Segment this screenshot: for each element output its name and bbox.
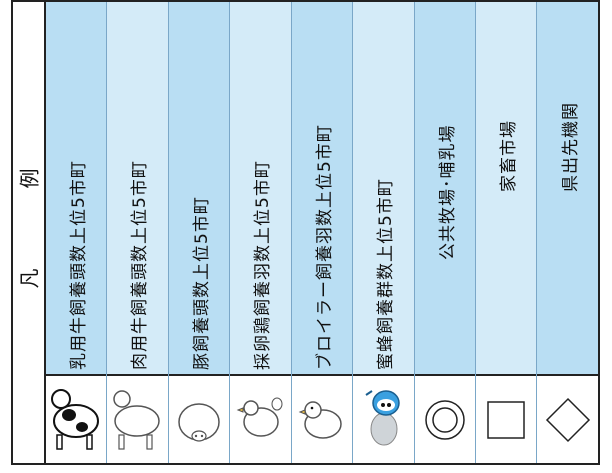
diamond-icon (537, 376, 598, 463)
legend-label: ブロイラー飼養羽数上位5市町 (314, 124, 335, 370)
legend-item-public-ranch: 公共牧場･哺乳場 (414, 2, 476, 463)
legend-item-laying-hens: 採卵鶏飼養羽数上位5市町 (230, 2, 292, 463)
legend-item-livestock-market: 家畜市場 (476, 2, 538, 463)
legend-item-broilers: ブロイラー飼養羽数上位5市町 (291, 2, 354, 463)
legend-item-honeybees: 蜜蜂飼養群数上位5市町 (353, 2, 415, 463)
legend-title-column: 凡 例 (13, 2, 46, 463)
broiler-chicken-icon (291, 376, 353, 463)
beef-cow-icon (107, 376, 168, 463)
legend-label: 乳用牛飼養頭数上位5市町 (68, 160, 89, 370)
legend-label: 家畜市場 (499, 120, 520, 192)
legend-item-beef-cattle: 肉用牛飼養頭数上位5市町 (107, 2, 169, 463)
legend-item-prefectural-office: 県出先機関 (537, 2, 598, 463)
legend-label: 採卵鶏飼養羽数上位5市町 (253, 160, 274, 370)
legend-label: 肉用牛飼養頭数上位5市町 (130, 160, 151, 370)
legend-title-char-2: 例 (17, 168, 42, 189)
honeybee-icon (353, 376, 414, 463)
pig-icon (168, 376, 230, 463)
legend-label: 豚飼養頭数上位5市町 (191, 196, 212, 370)
square-icon (476, 376, 537, 463)
map-legend: 凡 例 乳用牛飼養頭数上位5市町 肉用牛飼養頭数上位5市町 (11, 0, 600, 465)
legend-label: 蜜蜂飼養群数上位5市町 (376, 178, 397, 370)
legend-item-dairy-cattle: 乳用牛飼養頭数上位5市町 (45, 2, 108, 463)
legend-label: 県出先機関 (560, 102, 581, 192)
dairy-cow-icon (45, 376, 107, 463)
double-circle-icon (414, 376, 475, 463)
layer-chicken-icon (230, 376, 291, 463)
legend-title-char-1: 凡 (17, 268, 42, 289)
legend-item-pigs: 豚飼養頭数上位5市町 (168, 2, 231, 463)
legend-label: 公共牧場･哺乳場 (437, 124, 458, 261)
